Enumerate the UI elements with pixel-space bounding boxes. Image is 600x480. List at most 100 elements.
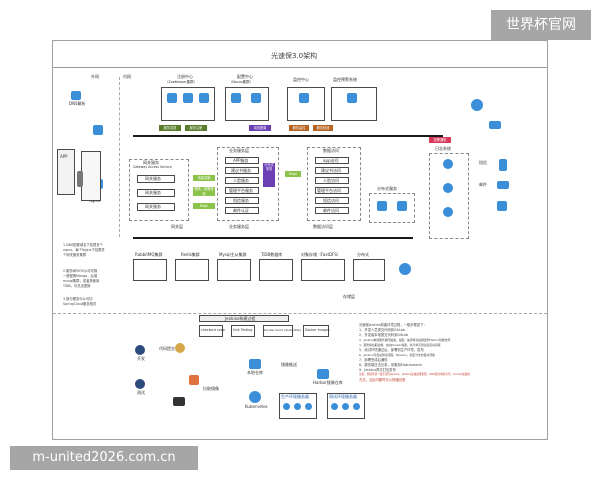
distributed-icon-2 — [397, 201, 407, 211]
developer-label: 开发 — [137, 356, 145, 361]
dashboard-icon-right — [489, 121, 501, 129]
logstash-icon — [443, 207, 453, 217]
title-divider — [53, 67, 547, 68]
image-push-label: 镜像推送 — [281, 362, 297, 367]
business-title: 业务服务层 — [229, 148, 249, 153]
storage-box-4 — [259, 259, 293, 281]
left-note-3: 个网关服务集群 — [63, 253, 87, 257]
right-note-10: 9、Jenkins再次打包发布 — [359, 368, 396, 372]
right-note-6: 5、测试环境通过后，部署到生产环境，发布 — [359, 348, 424, 352]
alert-title: 监控预警系统 — [333, 77, 357, 82]
jenkins-step-1-label: checkout code — [201, 328, 225, 332]
tester-label: 测试 — [137, 390, 145, 395]
zone-divider — [119, 77, 120, 237]
watermark-bottom-left: m-united2026.com.cn — [10, 446, 198, 470]
gateway-item-2-label: 网关服务 — [145, 190, 161, 195]
kubernetes-label: Kubernetes — [245, 404, 268, 409]
kibana-icon — [443, 183, 453, 193]
right-note-8: 7、部署完成后通知 — [359, 358, 388, 362]
gateway-extra-feign: Feign — [193, 203, 215, 209]
zookeeper-icon-1 — [167, 93, 177, 103]
load-balancer-icon — [93, 125, 103, 135]
layer-label-storage: 存储层 — [343, 294, 355, 299]
data-access-item-4 — [315, 187, 349, 194]
layer-label-gateway: 网关层 — [171, 224, 183, 229]
server-rack-icon — [77, 171, 83, 187]
business-item-5 — [225, 197, 259, 204]
right-note-7: 6、Jenkins可自动测试流程，Pipeline，指定分支的自动部署 — [359, 353, 435, 357]
jenkins-title: Jenkins构建过程 — [225, 316, 256, 321]
data-access-feign: Feign — [285, 171, 301, 177]
storage-title-2: Redis集群 — [181, 252, 200, 257]
layer-label-data: 数据访问层 — [313, 224, 333, 229]
data-access-area — [307, 147, 361, 221]
data-access-item-6-label: 邮件访问 — [323, 208, 339, 213]
kubernetes-icon — [249, 391, 261, 403]
harbor-label: Harbor镜像仓库 — [313, 380, 343, 385]
jenkins-step-3-label: Docker build (dockerfile) — [264, 328, 301, 332]
diagram-title: 光速保3.0架构 — [271, 52, 318, 60]
gateway-subtitle: Gateway Access Service — [133, 165, 172, 169]
business-item-6-label: 邮件认证 — [233, 208, 249, 213]
right-note-12: 方法，当出问题时可以快速回滚 — [359, 378, 406, 382]
code-commit-label: 代码提交 — [159, 346, 175, 351]
harbor-icon — [317, 369, 329, 379]
business-item-5-label: 短信服务 — [233, 198, 249, 203]
business-item-4 — [225, 187, 259, 194]
jenkins-step-3 — [263, 325, 293, 337]
left-note-2: nginx，每个Nginx下挂载多 — [63, 248, 105, 252]
left-note-7: TiDB，可灵活更换 — [63, 284, 91, 288]
image-pull-label: 拉取镜像 — [203, 386, 219, 391]
business-item-2 — [225, 167, 259, 174]
jenkins-icon — [175, 343, 185, 353]
monitor-screen-icon — [173, 397, 185, 406]
registry-title: 注册中心 — [177, 74, 193, 79]
storage-bus — [133, 237, 413, 239]
gateway-item-2 — [137, 189, 175, 197]
monitor-box — [287, 87, 325, 121]
client-box — [57, 149, 75, 195]
tester-icon — [135, 379, 145, 389]
left-note-4: 2.服务间MYSQL可切换 — [63, 269, 98, 273]
client-label: APP — [60, 154, 68, 159]
tag-service-register: 服务注册 — [185, 125, 207, 131]
prod-env-label: 生产环境服务器 — [281, 394, 309, 399]
jenkins-step-4-label: Docker images — [305, 328, 330, 332]
storage-box-5 — [301, 259, 345, 281]
data-access-item-2-label: 建议书访问 — [321, 168, 341, 173]
registry-subtitle: （ZooKeeper集群） — [165, 80, 197, 84]
tag-alert-notice: 告警通知 — [429, 137, 451, 143]
storage-clock-icon — [399, 263, 411, 275]
data-access-item-4-label: 管理平台访问 — [317, 188, 341, 193]
data-access-item-2 — [315, 167, 349, 174]
data-access-item-3-label: 人脸访问 — [323, 178, 339, 183]
right-note-5: 4、服务端拉取镜像，启动Docker容器，执行单元测试后自动部署 — [359, 343, 441, 347]
tag-service-discovery: 服务发现 — [159, 125, 181, 131]
storage-title-6: 分布式 — [357, 252, 369, 257]
dns-label: DNS解析 — [69, 101, 86, 106]
server-icon-right — [471, 99, 483, 111]
gateway-item-1-label: 网关服务 — [145, 176, 161, 181]
data-access-item-6 — [315, 207, 349, 214]
left-note-9: SpringCloud服务相关 — [63, 302, 97, 306]
local-repo-icon — [249, 359, 261, 369]
nginx-cluster — [81, 151, 101, 201]
tag-dynamic-config: 动态配置 — [249, 125, 271, 131]
gateway-item-3 — [137, 203, 175, 211]
mail-label: 邮件 — [479, 182, 487, 187]
tag-service-check: 服务检测 — [313, 125, 333, 131]
business-item-1-label: APP服务 — [233, 158, 249, 163]
gateway-item-1 — [137, 175, 175, 183]
nacos-icon-2 — [251, 93, 261, 103]
prod-pod-3 — [305, 403, 312, 410]
data-access-title: 数据访问 — [323, 148, 339, 153]
left-note-5: 一般配置Mongo，后端 — [63, 274, 98, 278]
watermark-top-right: 世界杯官网 — [491, 10, 591, 40]
right-note-4: 3、Jenkins构建服务程序触发，拉取，编译成功后推送到Harbor镜像仓库 — [359, 338, 451, 342]
log-system-title: 日志系统 — [435, 146, 451, 151]
distributed-area — [369, 193, 415, 223]
gitlab-icon — [189, 375, 199, 385]
right-note-1: 光速保jenkins构建环境过程，一般步骤如下： — [359, 323, 427, 327]
zookeeper-icon-2 — [183, 93, 193, 103]
elasticsearch-icon — [443, 159, 453, 169]
